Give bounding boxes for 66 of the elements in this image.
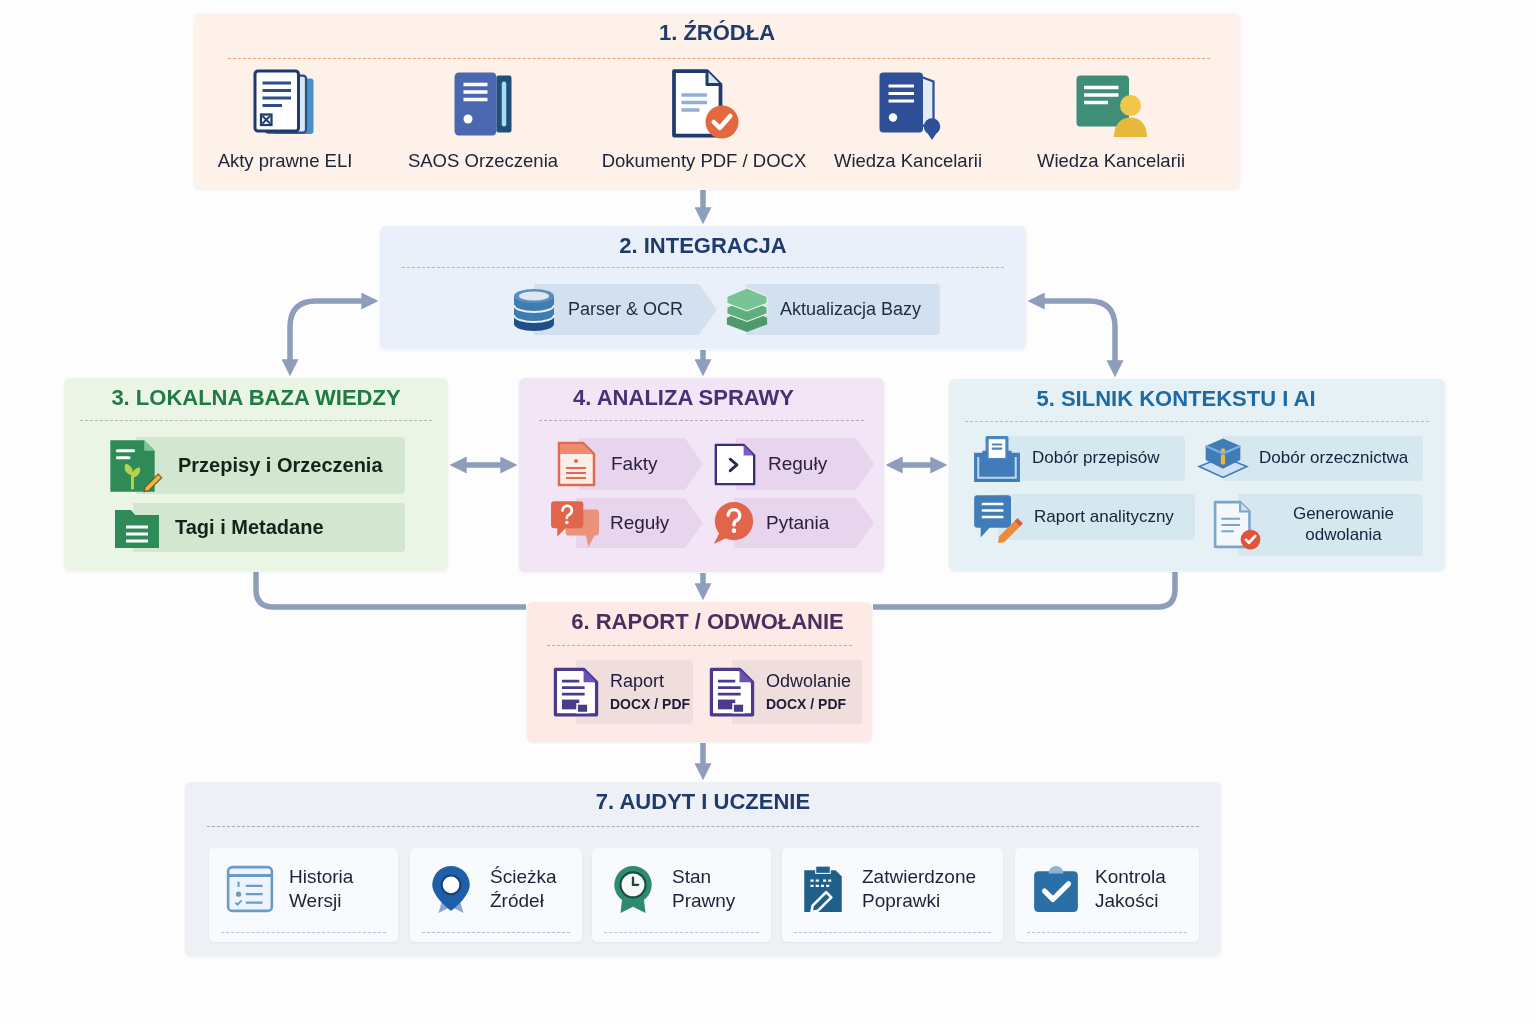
pill-label: Raport analityczny [1033,506,1174,528]
section-title: 5. SILNIK KONTEKSTU I AI [1036,386,1316,412]
format-label: DOCX / PDF [610,694,691,713]
pill-label: Przepisy i Orzeczenia [177,453,383,478]
double-arrow [449,456,518,474]
pill-label: Raport [610,671,665,693]
section-title: 2. INTEGRACJA [619,233,787,259]
card-label: Ścieżka Źródeł [490,865,558,913]
section-panel [519,378,884,572]
item-pill [113,503,405,552]
item-card [209,848,398,942]
pill-label: Pytania [765,511,830,535]
arrow [694,743,712,781]
source-label: Wiedza Kancelarii [1036,150,1186,172]
section-panel [194,13,1240,189]
source-label: SAOS Orzeczenia [407,150,559,172]
pill-label: Reguły [609,511,670,535]
section-title: 4. ANALIZA SPRAWY [573,385,794,411]
item-pill [724,284,940,335]
item-pill [550,660,693,724]
item-pill [706,660,862,724]
pill-label: Generowanie odwolania [1291,504,1396,546]
arrow [694,350,712,377]
item-card [1015,848,1199,942]
section-panel [185,782,1221,956]
pill-label: Fakty [610,452,658,476]
pill-label: Parser & OCR [567,298,684,321]
pill-label: Dobór przepisów [1031,448,1160,469]
source-label: Dokumenty PDF / DOCX [601,150,807,172]
connector-line [873,572,1178,610]
arrow [694,190,712,225]
item-pill [108,437,405,494]
section-panel [949,379,1445,571]
item-card [592,848,771,942]
double-arrow [885,456,948,474]
pill-label: Reguły [767,452,828,476]
item-card [410,848,582,942]
source-label: Akty prawne ELI [217,150,353,172]
section-title: 1. ŹRÓDŁA [658,20,776,46]
pill-label: Odwolanie [766,671,852,693]
item-pill [1197,436,1423,481]
arrow [694,573,712,601]
section-title: 6. RAPORT / ODWOŁANIE [571,609,844,635]
card-label: Historia Wersji [289,865,355,913]
card-label: Kontrola Jakości [1095,865,1167,913]
item-pill [972,494,1195,540]
connector-line [253,572,526,610]
pill-label: Aktualizacja Bazy [779,298,922,321]
double-arrow [1027,292,1124,378]
section-title: 3. LOKALNA BAZA WIEDZY [111,385,401,411]
section-panel [527,602,872,742]
card-label: Stan Prawny [672,865,737,913]
chevron-step [550,498,703,548]
card-label: Zatwierdzone Poprawki [862,865,978,913]
item-pill [972,436,1185,481]
section-panel [380,226,1026,349]
pill-label: Tagi i Metadane [174,515,324,540]
source-label: Wiedza Kancelarii [833,150,983,172]
format-label: DOCX / PDF [766,694,847,713]
pill-label: Dobór orzecznictwa [1258,448,1409,469]
section-panel [64,378,448,571]
chevron-step [712,438,874,490]
section-title: 7. AUDYT I UCZENIE [595,789,811,815]
double-arrow [281,292,379,377]
item-pill [1212,494,1423,556]
item-card [782,848,1003,942]
